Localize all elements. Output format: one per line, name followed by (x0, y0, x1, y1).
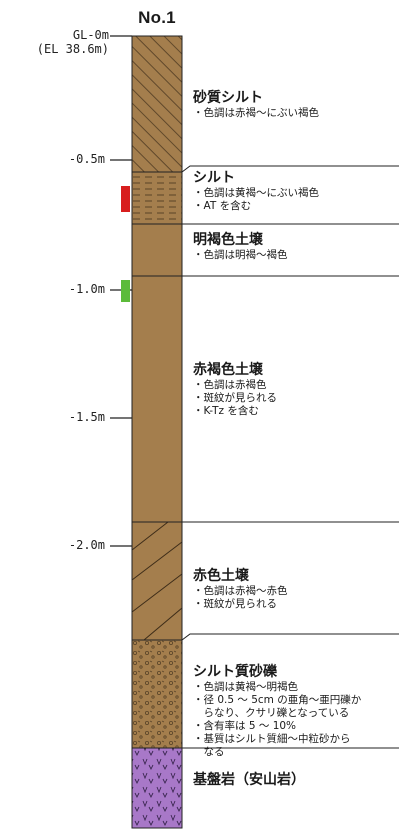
layer-text-light-brown-soil: 明褐色土壌 ・色調は明褐～褐色 (193, 232, 288, 262)
column-outline (131, 35, 183, 829)
depth-label-1-0: -1.0m (68, 282, 105, 296)
boundary-lines (132, 165, 399, 749)
layer-desc-line: らなり、クサリ礫となっている (193, 707, 350, 719)
layer-desc-line: ・色調は黄褐～にぶい褐色 (193, 187, 319, 199)
layer-name: 基盤岩（安山岩） (193, 772, 305, 788)
red-sample-marker (121, 186, 130, 212)
layer-red-soil-hatch (131, 521, 183, 641)
layer-desc-line: ・径 0.5 ～ 5cm の亜角～亜円礫か (193, 694, 362, 706)
layer-desc-line: ・色調は黄褐～明褐色 (193, 681, 298, 693)
depth-label-2-0: -2.0m (68, 538, 105, 552)
layer-text-bedrock: 基盤岩（安山岩） (193, 772, 305, 789)
layer-desc-line: ・K-Tz を含む (193, 405, 259, 417)
layer-name: 明褐色土壌 (193, 232, 263, 248)
layer-reddish-brown-soil (132, 276, 182, 522)
layer-text-silt: シルト ・色調は黄褐～にぶい褐色 ・AT を含む (193, 170, 319, 213)
layer-text-sandy-silt: 砂質シルト ・色調は赤褐～にぶい褐色 (193, 90, 319, 120)
layer-red-soil (132, 522, 182, 640)
layer-bedrock-pattern (132, 748, 182, 828)
depth-ticks (110, 35, 132, 547)
layer-desc-line: なる (193, 746, 225, 758)
layer-desc-line: ・色調は明褐～褐色 (193, 249, 288, 261)
layer-desc-line: ・斑紋が見られる (193, 392, 277, 404)
layer-name: 赤褐色土壌 (193, 362, 263, 378)
layer-light-brown-soil (132, 224, 182, 276)
layer-desc-line: ・含有率は 5 ～ 10% (193, 720, 297, 732)
layer-silt-dash (132, 172, 182, 224)
layer-name: 砂質シルト (193, 90, 263, 106)
borehole-title: No.1 (138, 8, 176, 27)
layer-text-reddish-brown-soil: 赤褐色土壌 ・色調は赤褐色 ・斑紋が見られる ・K-Tz を含む (193, 362, 277, 418)
layer-text-red-soil: 赤色土壌 ・色調は赤褐～赤色 ・斑紋が見られる (193, 568, 288, 611)
layer-desc-line: ・色調は赤褐～赤色 (193, 585, 288, 597)
layer-name: 赤色土壌 (193, 568, 249, 584)
elevation-label: (EL 38.6m) (36, 42, 109, 56)
depth-label-1-5: -1.5m (68, 410, 105, 424)
layer-name: シルト質砂礫 (193, 664, 277, 680)
layer-desc-line: ・基質はシルト質細～中粒砂から (193, 733, 351, 745)
layer-name: シルト (193, 170, 235, 186)
ground-level-label: GL-0m (72, 28, 109, 42)
layer-desc-line: ・斑紋が見られる (193, 598, 277, 610)
layer-text-silty-gravel: シルト質砂礫 ・色調は黄褐～明褐色 ・径 0.5 ～ 5cm の亜角～亜円礫か … (193, 664, 361, 759)
layer-desc-line: ・色調は赤褐～にぶい褐色 (193, 107, 319, 119)
layer-desc-line: ・AT を含む (193, 200, 252, 212)
layer-sandy-silt-hatch (132, 36, 182, 172)
depth-label-0-5: -0.5m (68, 152, 105, 166)
layer-desc-line: ・色調は赤褐色 (193, 379, 267, 391)
layer-silty-gravel-pattern (132, 640, 182, 748)
green-sample-marker (121, 280, 130, 302)
